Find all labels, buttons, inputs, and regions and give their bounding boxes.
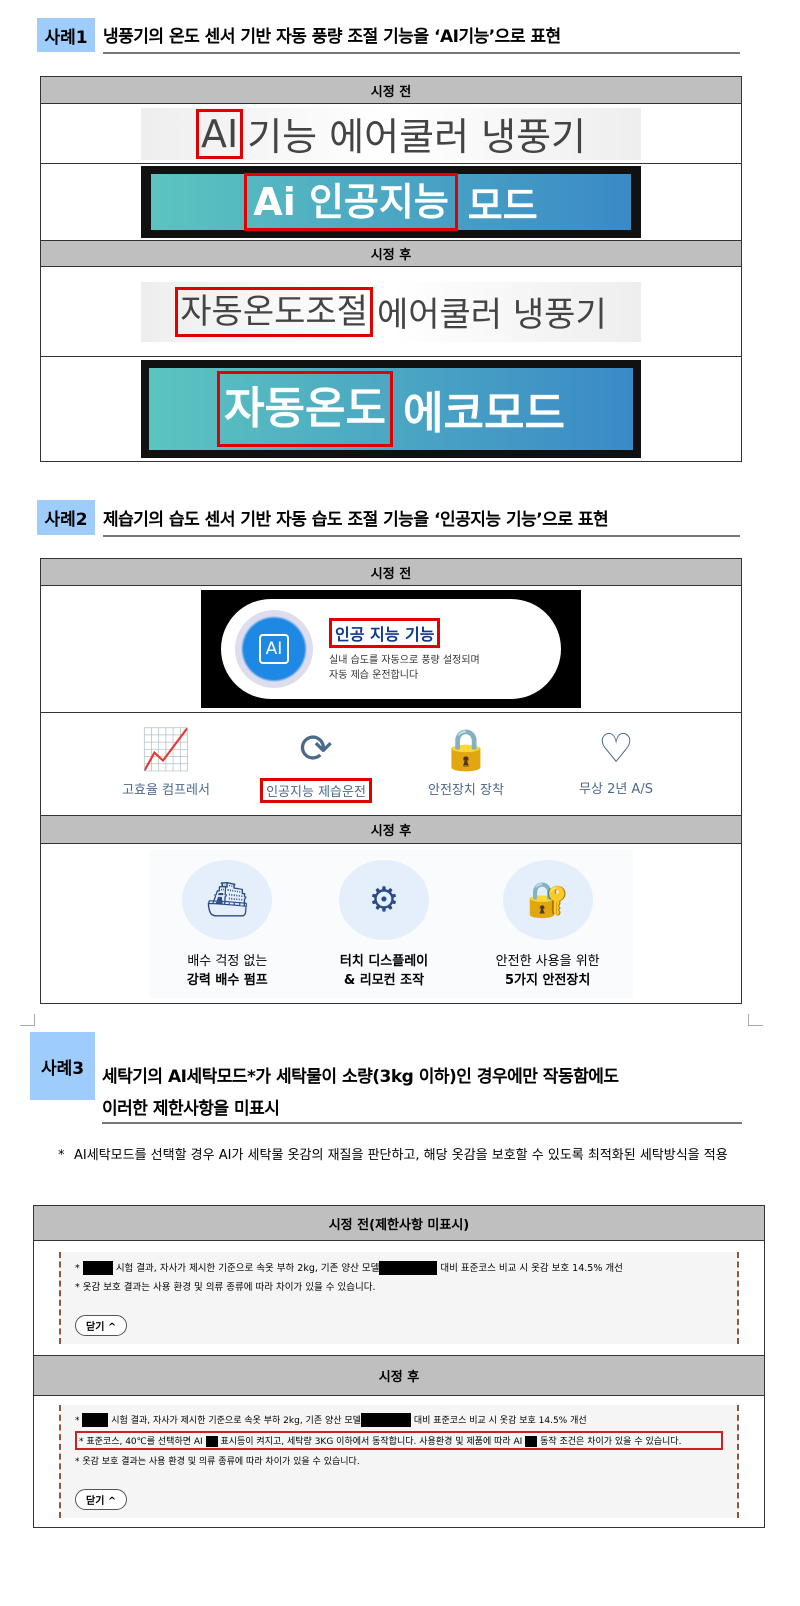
case2-title: 제습기의 습도 센서 기반 자동 습도 조절 기능을 ‘인공지능 기능’으로 표… (103, 505, 740, 537)
after-header: 시정 후 (33, 1355, 765, 1396)
case1-title: 냉풍기의 온도 센서 기반 자동 풍량 조절 기능을 ‘AI기능’으로 표현 (103, 22, 740, 54)
disclaimer-line: * 옷감 보호 결과는 사용 환경 및 의류 종류에 따라 차이가 있을 수 있… (75, 1457, 360, 1468)
case3-title-line1: 세탁기의 AI세탁모드*가 세탁물이 소량(3kg 이하)인 경우에만 작동함에… (102, 1067, 619, 1087)
highlight-ai-function: 인공 지능 기능 (329, 617, 441, 648)
highlight-auto-temp: 자동온도조절 (175, 286, 373, 337)
page-corner-mark (748, 1014, 763, 1026)
feature-line: 안전한 사용을 위한 (495, 953, 600, 969)
case3-badge: 사례3 (30, 1032, 95, 1100)
page-corner-mark (20, 1014, 35, 1026)
image-text: 모드 (467, 183, 538, 228)
banner-line: 실내 습도를 자동으로 풍량 설정되며 (329, 654, 480, 666)
lock-gauge-icon: 🔒 (441, 726, 491, 773)
case1-badge: 사례1 (37, 18, 95, 52)
after-header: 시정 후 (40, 815, 742, 844)
disclaimer-line: * 옷감 보호 결과는 사용 환경 및 의류 종류에 따라 차이가 있을 수 있… (75, 1282, 376, 1294)
image-text: 에코모드 (403, 388, 565, 439)
feature-label: 무상 2년 A/S (579, 781, 653, 797)
feature-line: 배수 걱정 없는 (187, 953, 268, 969)
feature-line: 강력 배수 펌프 (186, 972, 268, 988)
disclaimer-line: 동작 조건은 차이가 있을 수 있습니다. (540, 1437, 682, 1448)
gear-hands-icon: ⚙ (339, 859, 429, 940)
feature-item: 📈 고효율 컴프레서 (91, 726, 241, 803)
before-header: 시정 전 (40, 558, 742, 586)
disclaimer-line: 시험 결과, 자사가 제시한 기준으로 속옷 부하 2kg, 기존 양산 모델 (111, 1415, 361, 1426)
feature-label: 고효율 컴프레서 (122, 782, 210, 798)
highlight-feature-label: 인공지능 제습운전 (260, 777, 372, 803)
case2-badge: 사례2 (37, 500, 95, 535)
disclaimer-line: 대비 표준코스 비교 시 옷감 보호 14.5% 개선 (413, 1415, 587, 1426)
feature-line: 터치 디스플레이 (339, 953, 429, 969)
chart-up-icon: 📈 (141, 726, 191, 773)
image-text: 에어쿨러 냉풍기 (376, 295, 607, 335)
feature-line: & 리모컨 조작 (343, 972, 425, 988)
feature-item: ⟳ 인공지능 제습운전 (241, 726, 391, 803)
highlight-limitation-line: * 표준코스, 40℃를 선택하면 AI 표시등이 켜지고, 세탁량 3KG 이… (75, 1431, 723, 1451)
case2-table: 시정 전 AI 인공 지능 기능 실내 습도를 자동으로 풍량 설정되며 자동 … (40, 558, 742, 1004)
image-text: 기능 에어쿨러 냉풍기 (247, 115, 586, 159)
close-button: 닫기 ^ (75, 1315, 128, 1337)
before-disclaimer-image: * 시험 결과, 자사가 제시한 기준으로 속옷 부하 2kg, 기존 양산 모… (59, 1251, 739, 1345)
handshake-icon: ♡ (598, 725, 634, 772)
pump-icon: ⛴ (182, 859, 273, 940)
feature-item: 🔐 안전한 사용을 위한 5가지 안전장치 (495, 859, 600, 988)
case3-title-line2: 이러한 제한사항을 미표시 (102, 1094, 742, 1124)
ai-function-banner: AI 인공 지능 기능 실내 습도를 자동으로 풍량 설정되며 자동 제습 운전… (201, 590, 581, 708)
disclaimer-line: 대비 표준코스 비교 시 옷감 보호 14.5% 개선 (440, 1262, 623, 1274)
feature-item: 🔒 안전장치 장착 (391, 726, 541, 803)
feature-item: ♡ 무상 2년 A/S (541, 726, 691, 803)
disclaimer-line: 표시등이 켜지고, 세탁량 3KG 이하에서 동작합니다. 사용환경 및 제품에… (220, 1437, 523, 1448)
feature-item: ⚙ 터치 디스플레이 & 리모컨 조작 (339, 859, 429, 988)
feature-icons-row: 📈 고효율 컴프레서 ⟳ 인공지능 제습운전 🔒 안전장치 장착 ♡ 무상 2년 A/S (41, 726, 741, 803)
footnote-text: AI세탁모드를 선택할 경우 AI가 세탁물 옷감의 재질을 판단하고, 해당 … (74, 1148, 728, 1163)
highlight-ai-mode: Ai 인공지능 (244, 173, 458, 231)
footnote-mark: * (58, 1148, 65, 1163)
highlight-auto-temp-mode: 자동온도 (217, 371, 393, 447)
before-header: 시정 전(제한사항 미표시) (33, 1205, 765, 1241)
after-disclaimer-image: * 시험 결과, 자사가 제시한 기준으로 속옷 부하 2kg, 기존 양산 모… (59, 1404, 739, 1519)
highlight-ai: AI (195, 108, 244, 159)
disclaimer-line: 시험 결과, 자사가 제시한 기준으로 속옷 부하 2kg, 기존 양산 모델 (115, 1262, 380, 1274)
feature-label: 안전장치 장착 (428, 782, 504, 798)
case3-table: 시정 전(제한사항 미표시) * 시험 결과, 자사가 제시한 기준으로 속옷 … (33, 1205, 765, 1528)
close-button: 닫기 ^ (75, 1489, 128, 1511)
disclaimer-line: * 표준코스, 40℃를 선택하면 AI (79, 1437, 203, 1448)
cycle-person-icon: ⟳ (299, 725, 333, 772)
after-header: 시정 후 (40, 240, 742, 267)
banner-line: 자동 제습 운전합니다 (329, 669, 419, 681)
ai-chip-icon: AI (258, 634, 290, 664)
lock-certificate-icon: 🔐 (502, 859, 593, 940)
feature-line: 5가지 안전장치 (504, 972, 591, 988)
before-header: 시정 전 (40, 76, 742, 104)
